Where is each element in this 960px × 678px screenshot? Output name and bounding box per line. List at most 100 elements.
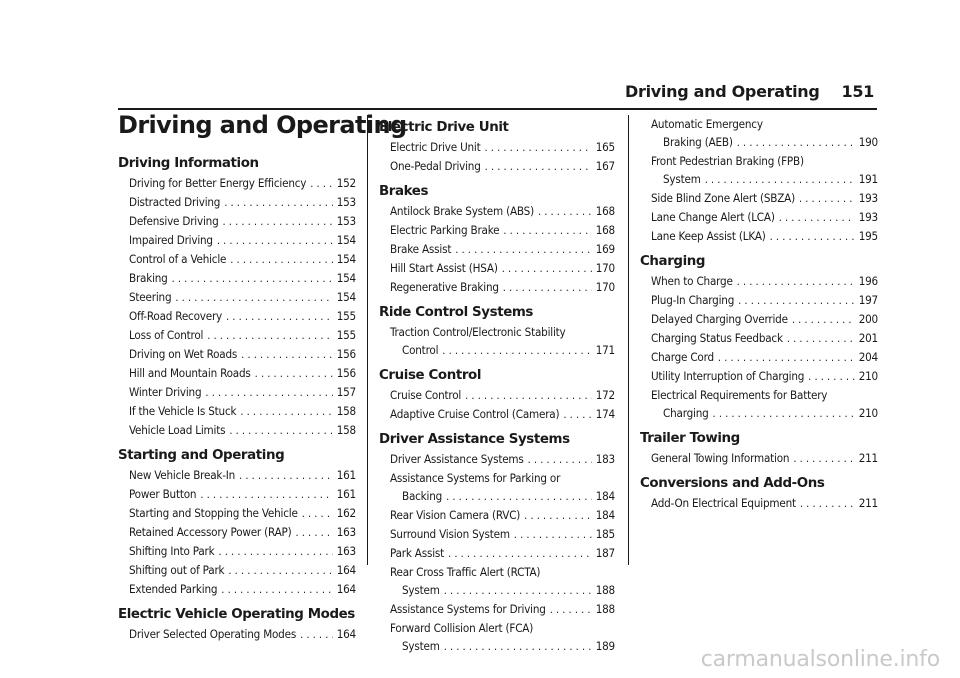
- toc-entry[interactable]: Off-Road Recovery155: [118, 307, 356, 326]
- toc-entry[interactable]: General Towing Information211: [640, 449, 878, 468]
- toc-entry[interactable]: Surround Vision System185: [379, 525, 615, 544]
- toc-entry[interactable]: Plug-In Charging197: [640, 291, 878, 310]
- dot-leader: [223, 213, 333, 231]
- toc-entry[interactable]: Regenerative Braking170: [379, 278, 615, 297]
- toc-entry[interactable]: Extended Parking164: [118, 580, 356, 599]
- dot-leader: [300, 626, 333, 644]
- dot-leader: [738, 292, 855, 310]
- toc-entry-title-line[interactable]: Forward Collision Alert (FCA): [390, 621, 534, 635]
- toc-entry-title: Assistance Systems for Driving: [390, 602, 546, 616]
- dot-leader: [787, 330, 855, 348]
- toc-entry-title-line[interactable]: Electrical Requirements for Battery: [651, 388, 828, 402]
- toc-entry-page: 172: [595, 388, 616, 402]
- toc-entry[interactable]: Defensive Driving153: [118, 212, 356, 231]
- toc-entry[interactable]: System191: [640, 170, 878, 189]
- toc-entry-page: 156: [336, 347, 357, 361]
- toc-entry-title: Regenerative Braking: [390, 280, 499, 294]
- toc-entry[interactable]: Retained Accessory Power (RAP)163: [118, 523, 356, 542]
- toc-entry[interactable]: Braking (AEB)190: [640, 133, 878, 152]
- toc-entry[interactable]: Antilock Brake System (ABS)168: [379, 202, 615, 221]
- toc-entry[interactable]: Driving for Better Energy Efficiency152: [118, 174, 356, 193]
- toc-entry[interactable]: Loss of Control155: [118, 326, 356, 345]
- toc-entry[interactable]: Power Button161: [118, 485, 356, 504]
- dot-leader: [218, 543, 332, 561]
- toc-entry-title-line[interactable]: Front Pedestrian Braking (FPB): [651, 154, 804, 168]
- toc-entry-title: Electric Parking Brake: [390, 223, 500, 237]
- toc-entry-title: Brake Assist: [390, 242, 452, 256]
- toc-entry[interactable]: Backing184: [379, 487, 615, 506]
- toc-entry[interactable]: Driving on Wet Roads 156: [118, 345, 356, 364]
- toc-entry-title-line[interactable]: Rear Cross Traffic Alert (RCTA): [390, 565, 541, 579]
- toc-entry-title-line[interactable]: Traction Control/Electronic Stability: [390, 325, 566, 339]
- dot-leader: [538, 203, 592, 221]
- toc-entry[interactable]: Lane Keep Assist (LKA)195: [640, 227, 878, 246]
- section-title: Ride Control Systems: [379, 305, 533, 320]
- toc-entry[interactable]: Park Assist187: [379, 544, 615, 563]
- toc-entry[interactable]: Rear Vision Camera (RVC)184: [379, 506, 615, 525]
- toc-entry[interactable]: Starting and Stopping the Vehicle162: [118, 504, 356, 523]
- toc-entry[interactable]: Charging Status Feedback201: [640, 329, 878, 348]
- toc-entry-title-line[interactable]: Assistance Systems for Parking or: [390, 471, 561, 485]
- toc-entry-title: Cruise Control: [390, 388, 462, 402]
- toc-entry[interactable]: When to Charge196: [640, 272, 878, 291]
- toc-entry[interactable]: Adaptive Cruise Control (Camera)174: [379, 405, 615, 424]
- toc-entry-page: 161: [336, 487, 357, 501]
- toc-entry[interactable]: Vehicle Load Limits158: [118, 421, 356, 440]
- toc-entry[interactable]: Electric Parking Brake168: [379, 221, 615, 240]
- toc-entry[interactable]: Braking154: [118, 269, 356, 288]
- toc-entry[interactable]: Add-On Electrical Equipment211: [640, 494, 878, 513]
- toc-entry-title: Driving on Wet Roads: [129, 347, 238, 361]
- dot-leader: [444, 638, 592, 656]
- toc-entry-page: 210: [858, 406, 879, 420]
- toc-entry-page: 152: [336, 176, 357, 190]
- toc-entry[interactable]: Charge Cord204: [640, 348, 878, 367]
- toc-entry-title-line[interactable]: Automatic Emergency: [651, 117, 763, 131]
- toc-entry-page: 171: [595, 343, 616, 357]
- section-title: Electric Vehicle Operating Modes: [118, 607, 355, 622]
- toc-entry[interactable]: New Vehicle Break-In161: [118, 466, 356, 485]
- chapter-title: Driving and Operating: [118, 111, 407, 139]
- toc-entry[interactable]: Side Blind Zone Alert (SBZA)193: [640, 189, 878, 208]
- toc-entry[interactable]: Shifting out of Park164: [118, 561, 356, 580]
- toc-entry[interactable]: Lane Change Alert (LCA)193: [640, 208, 878, 227]
- dot-leader: [503, 222, 591, 240]
- toc-entry[interactable]: Utility Interruption of Charging210: [640, 367, 878, 386]
- toc-entry[interactable]: Driver Selected Operating Modes164: [118, 625, 356, 644]
- toc-entry[interactable]: Hill and Mountain Roads156: [118, 364, 356, 383]
- toc-entry-page: 165: [595, 140, 616, 154]
- toc-entry-title: Off-Road Recovery: [129, 309, 223, 323]
- toc-entry-page: 158: [336, 404, 357, 418]
- toc-entry-title: Hill Start Assist (HSA): [390, 261, 498, 275]
- toc-entry[interactable]: If the Vehicle Is Stuck158: [118, 402, 356, 421]
- toc-entry-page: 161: [336, 468, 357, 482]
- dot-leader: [799, 190, 855, 208]
- toc-entry[interactable]: Electric Drive Unit165: [379, 138, 615, 157]
- toc-entry[interactable]: Delayed Charging Override200: [640, 310, 878, 329]
- toc-entry[interactable]: Cruise Control 172: [379, 386, 615, 405]
- toc-entry[interactable]: Control171: [379, 341, 615, 360]
- toc-entry[interactable]: Steering154: [118, 288, 356, 307]
- toc-entry[interactable]: One-Pedal Driving167: [379, 157, 615, 176]
- toc-entry[interactable]: Shifting Into Park163: [118, 542, 356, 561]
- toc-entry-title: Braking: [129, 271, 168, 285]
- toc-entry-title: Driver Assistance Systems: [390, 452, 524, 466]
- toc-entry[interactable]: Control of a Vehicle154: [118, 250, 356, 269]
- toc-entry-page: 211: [858, 451, 879, 465]
- toc-entry[interactable]: Impaired Driving154: [118, 231, 356, 250]
- toc-entry-title: Antilock Brake System (ABS): [390, 204, 534, 218]
- toc-entry[interactable]: Assistance Systems for Driving188: [379, 600, 615, 619]
- toc-entry-title: Vehicle Load Limits: [129, 423, 226, 437]
- dot-leader: [793, 450, 854, 468]
- toc-entry[interactable]: Driver Assistance Systems183: [379, 450, 615, 469]
- toc-entry[interactable]: Distracted Driving153: [118, 193, 356, 212]
- toc-entry[interactable]: System189: [379, 637, 615, 656]
- toc-entry[interactable]: System188: [379, 581, 615, 600]
- toc-entry[interactable]: Winter Driving157: [118, 383, 356, 402]
- toc-entry[interactable]: Hill Start Assist (HSA)170: [379, 259, 615, 278]
- toc-entry[interactable]: Charging210: [640, 404, 878, 423]
- dot-leader: [302, 505, 333, 523]
- toc-entry[interactable]: Brake Assist169: [379, 240, 615, 259]
